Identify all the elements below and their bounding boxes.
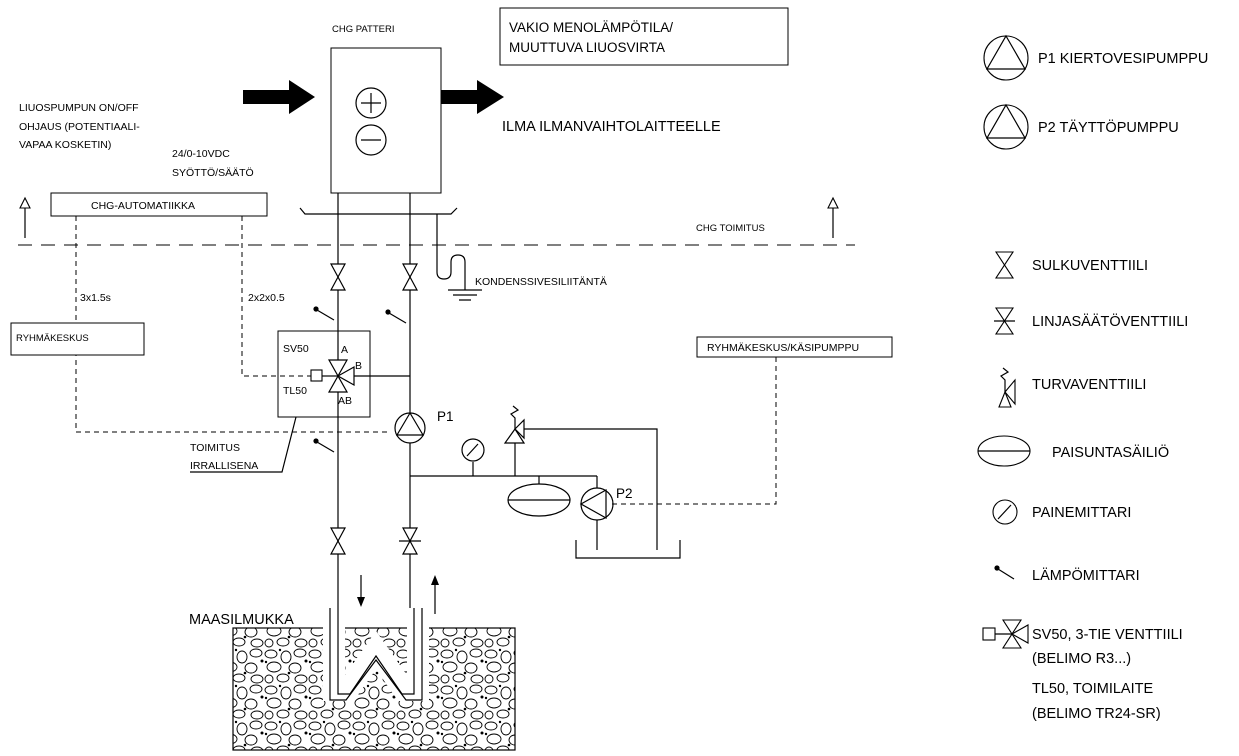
group-center-wire — [612, 357, 777, 505]
legend-label: PAISUNTASÄILIÖ — [1052, 443, 1169, 461]
thermometer-icon — [313, 306, 319, 312]
sv50-group-box — [277, 330, 371, 418]
legend-label: P2 TÄYTTÖPUMPPU — [1038, 118, 1179, 136]
safety-valve-icon — [503, 427, 526, 444]
group-center-label: RYHMÄKESKUS — [16, 333, 89, 344]
thermometer-icon — [994, 565, 1000, 571]
actuator-icon — [982, 627, 996, 641]
boundary-up-arrow-left-icon — [19, 196, 31, 209]
port-a-label: A — [341, 344, 348, 356]
chg-automation-label: CHG-AUTOMATIIKKA — [91, 200, 195, 212]
condensate-trap — [436, 214, 466, 290]
chg-coil-box — [330, 47, 442, 194]
flow-down-arrow-icon — [357, 597, 365, 607]
group-center-handpump-label: RYHMÄKESKUS/KÄSIPUMPPU — [707, 342, 859, 354]
group-center-box — [10, 322, 145, 356]
tl50-label: TL50 — [283, 385, 307, 397]
legend-note-tl50-model: (BELIMO TR24-SR) — [1032, 706, 1161, 722]
pump-control-line-3: VAPAA KOSKETIN) — [19, 139, 111, 151]
thermometer-icon — [385, 309, 391, 315]
fill-tank — [575, 540, 681, 559]
pump-control-line-2: OHJAUS (POTENTIAALI- — [19, 121, 140, 133]
legend-note-sv50: (BELIMO R3...) — [1032, 651, 1131, 667]
port-b-label: B — [355, 360, 362, 372]
tl50-actuator-icon — [310, 369, 323, 382]
circulation-pump-icon — [983, 35, 1029, 81]
delivery-loose-line-1: TOIMITUS — [190, 442, 240, 454]
thermometer-icon — [313, 438, 319, 444]
sv50-label: SV50 — [283, 343, 309, 355]
pump-control-wire — [75, 216, 389, 433]
shutoff-valve-upper-supply — [330, 263, 346, 291]
cable-3x15-label: 3x1.5s — [80, 292, 111, 304]
legend-label: SULKUVENTTIILI — [1032, 258, 1148, 274]
legend-label: P1 KIERTOVESIPUMPPU — [1038, 51, 1208, 67]
vdc-line-2: SYÖTTÖ/SÄÄTÖ — [172, 167, 254, 179]
legend-label: PAINEMITTARI — [1032, 505, 1131, 521]
shutoff-valve-lower-supply — [330, 527, 346, 555]
mode-box — [499, 7, 789, 66]
chg-delivery-label: CHG TOIMITUS — [696, 223, 765, 234]
pump-p2-icon — [580, 487, 614, 521]
airflow-in-arrow-icon — [243, 80, 315, 114]
air-to-unit-label: ILMA ILMANVAIHTOLAITTEELLE — [502, 119, 721, 135]
shutoff-valve-icon — [994, 251, 1015, 279]
pump-control-line-1: LIUOSPUMPUN ON/OFF — [19, 102, 139, 114]
p1-label: P1 — [437, 409, 454, 424]
chg-coil-label: CHG PATTERI — [332, 24, 394, 35]
mode-line-2: MUUTTUVA LIUOSVIRTA — [509, 40, 665, 55]
vdc-line-1: 24/0-10VDC — [172, 148, 230, 160]
delivery-loose-line-2: IRRALLISENA — [190, 460, 258, 472]
drip-tray — [299, 207, 458, 215]
safety-valve-icon — [1004, 378, 1016, 406]
legend-label: TURVAVENTTIILI — [1032, 377, 1146, 393]
chg-automation-box — [50, 192, 268, 217]
mode-line-1: VAKIO MENOLÄMPÖTILA/ — [509, 20, 673, 35]
legend-label: LINJASÄÄTÖVENTTIILI — [1032, 312, 1188, 330]
flow-up-arrow-icon — [431, 575, 439, 585]
cable-2x2x05-label: 2x2x0.5 — [248, 292, 285, 304]
p2-label: P2 — [616, 486, 633, 501]
airflow-out-arrow-icon — [441, 80, 504, 114]
pump-p1-icon — [394, 412, 426, 444]
legend-label: SV50, 3-TIE VENTTIILI — [1032, 627, 1183, 643]
shutoff-valve-upper-return — [402, 263, 418, 291]
group-center-handpump-box — [696, 336, 893, 358]
ground-loop-label: MAASILMUKKA — [189, 612, 294, 628]
port-ab-label: AB — [338, 395, 352, 407]
fill-pump-icon — [983, 104, 1029, 150]
condensate-label: KONDENSSIVESILIITÄNTÄ — [475, 276, 607, 288]
boundary-up-arrow-right-icon — [827, 196, 839, 209]
legend-label: LÄMPÖMITTARI — [1032, 566, 1140, 584]
legend-note-tl50: TL50, TOIMILAITE — [1032, 681, 1153, 697]
